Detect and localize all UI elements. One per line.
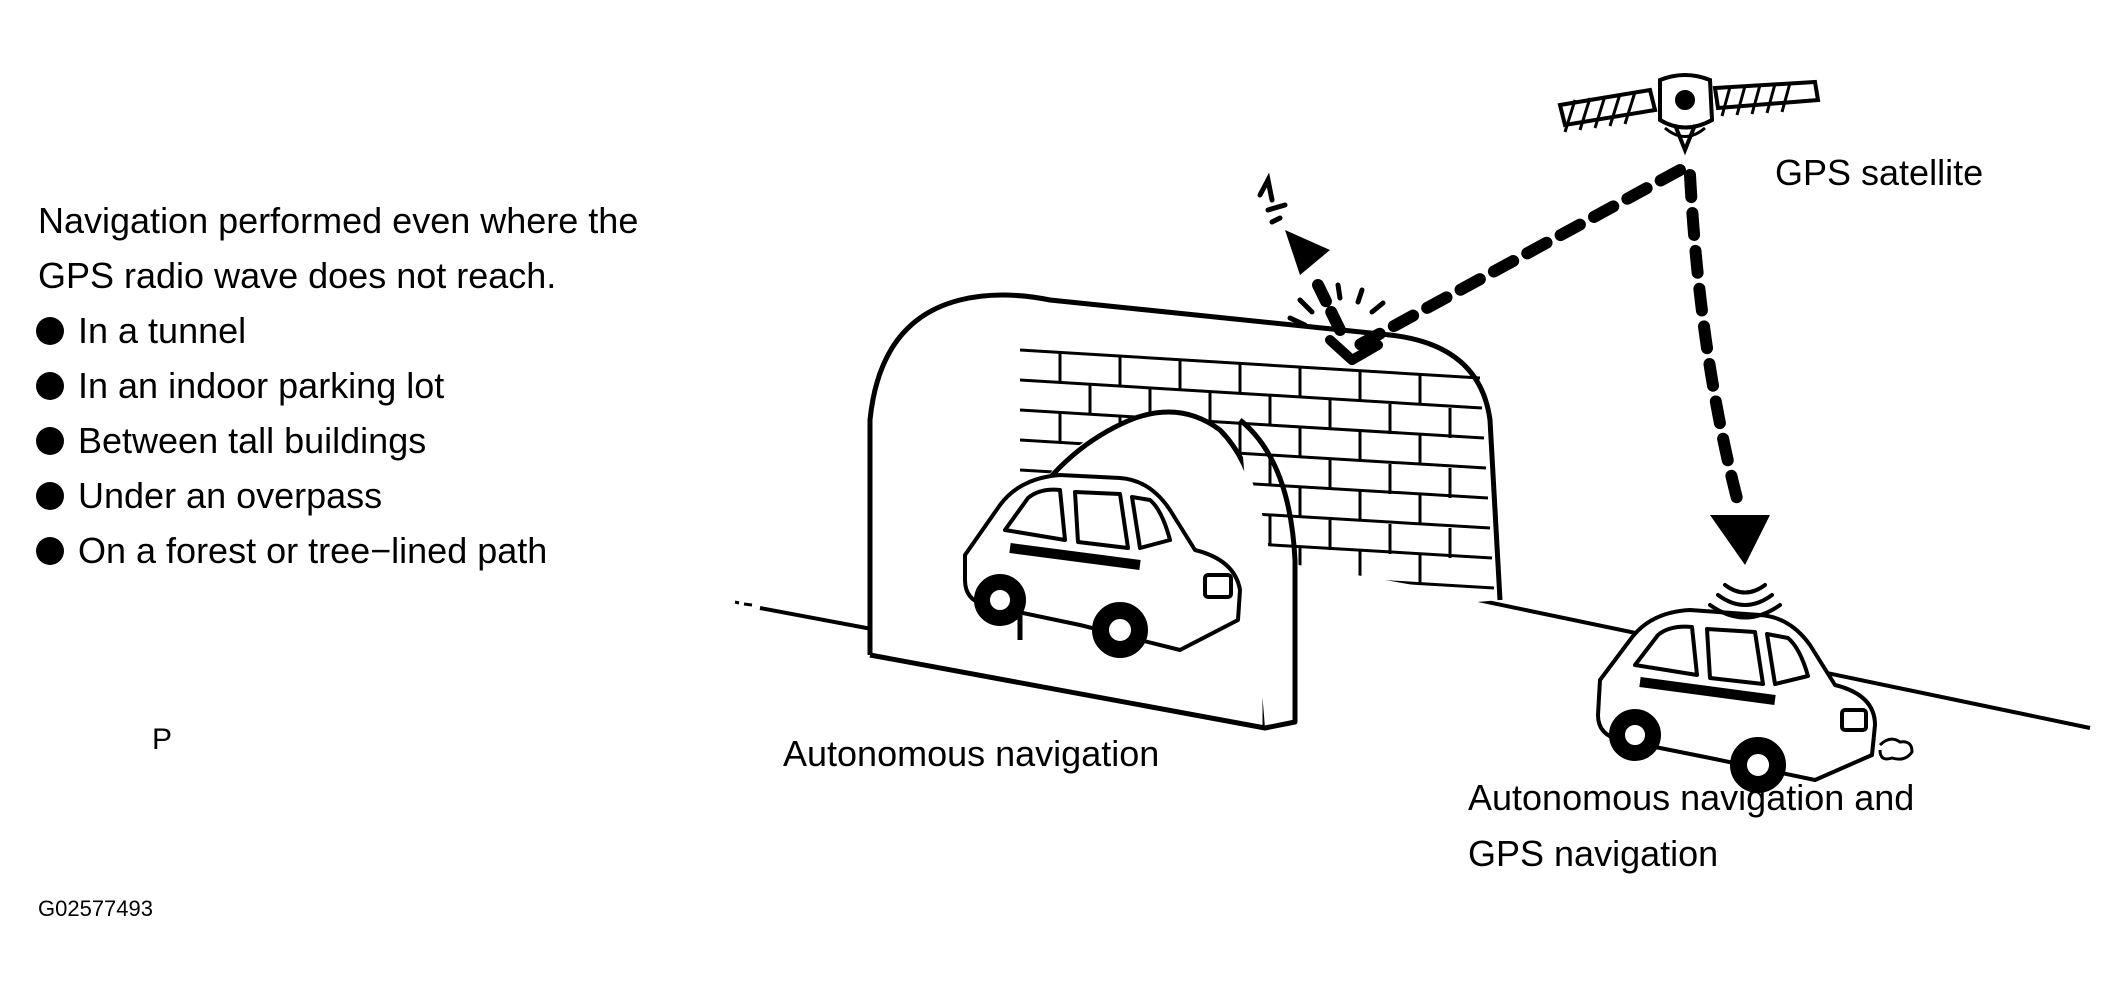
bullet-icon <box>36 481 64 510</box>
combined-label: Autonomous navigation and GPS navigation <box>1468 770 1914 882</box>
condition-label: Between tall buildings <box>78 419 427 461</box>
bullet-icon <box>36 536 64 565</box>
intro-line-2: GPS radio wave does not reach. <box>38 255 557 296</box>
autonomous-label: Autonomous navigation <box>783 733 1160 774</box>
gps-signal-blocked <box>1344 164 1686 356</box>
direct-arrowhead-icon <box>1710 515 1770 565</box>
list-item: On a forest or tree−lined path <box>36 523 547 578</box>
satellite-icon <box>1557 73 1821 156</box>
deflected-arrowhead-icon <box>1285 230 1330 275</box>
combined-label-line-1: Autonomous navigation and <box>1468 777 1915 818</box>
impact-burst-icon <box>1287 282 1386 328</box>
bullet-icon <box>36 316 64 345</box>
bullet-icon <box>36 371 64 400</box>
marker-p: P <box>152 723 173 756</box>
car-with-gps-icon <box>1596 608 1914 793</box>
signal-deflect-corner <box>1325 335 1383 365</box>
gps-signal-direct <box>1684 169 1746 516</box>
list-item: In an indoor parking lot <box>36 358 547 413</box>
intro-line-1: Navigation performed even where the <box>38 200 639 241</box>
condition-list: In a tunnel In an indoor parking lot Bet… <box>36 303 547 578</box>
list-item: Under an overpass <box>36 468 547 523</box>
condition-label: In a tunnel <box>78 309 247 351</box>
antenna-waves-icon <box>1708 583 1782 620</box>
condition-label: On a forest or tree−lined path <box>78 529 548 571</box>
condition-label: In an indoor parking lot <box>78 364 445 406</box>
deflected-arrow-tail-icon <box>1257 172 1288 225</box>
list-item: Between tall buildings <box>36 413 547 468</box>
combined-label-line-2: GPS navigation <box>1468 833 1719 874</box>
car-in-tunnel-icon <box>963 473 1242 658</box>
figure-code: G02577493 <box>38 896 153 921</box>
intro-text: Navigation performed even where the GPS … <box>38 193 638 303</box>
bullet-icon <box>36 426 64 455</box>
list-item: In a tunnel <box>36 303 547 358</box>
satellite-label: GPS satellite <box>1775 152 1984 193</box>
condition-label: Under an overpass <box>78 474 383 516</box>
